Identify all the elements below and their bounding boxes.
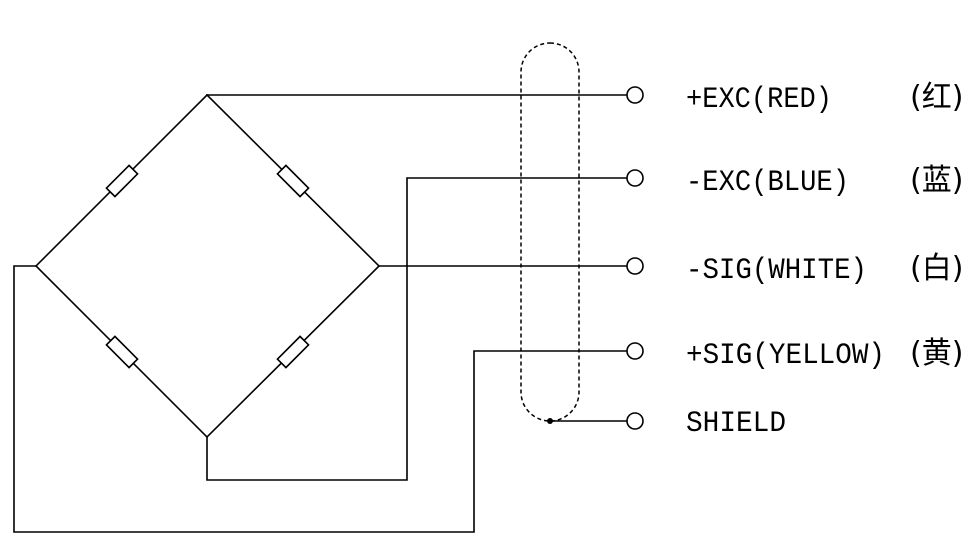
- label-exc-minus: -EXC(BLUE): [686, 166, 849, 200]
- label-sig-plus-cn: (黄): [910, 336, 963, 371]
- cable-shield: [520, 42, 580, 424]
- shield-outline: [520, 42, 580, 422]
- label-exc-plus-cn: (红): [910, 80, 963, 115]
- terminal-exc-minus: [626, 169, 644, 187]
- label-sig-minus: -SIG(WHITE): [686, 254, 867, 288]
- label-exc-plus: +EXC(RED): [686, 83, 832, 117]
- terminal-shield: [626, 412, 644, 430]
- terminal-sig-minus: [626, 257, 644, 275]
- terminal-labels: +EXC(RED) (红) -EXC(BLUE) (蓝) -SIG(WHITE)…: [686, 80, 963, 441]
- label-shield: SHIELD: [686, 407, 786, 441]
- terminal-circles: [626, 86, 644, 430]
- strain-gauge-resistor-3: [105, 335, 139, 369]
- strain-gauge-resistor-1: [105, 164, 139, 198]
- wire-exc-minus: [206, 177, 628, 481]
- lead-wires: [13, 94, 628, 533]
- strain-gauge-resistor-4: [276, 335, 310, 369]
- label-sig-plus: +SIG(YELLOW): [686, 339, 885, 373]
- strain-gauge-resistor-2: [276, 164, 310, 198]
- shield-junction-dot: [547, 418, 553, 424]
- terminal-sig-plus: [626, 342, 644, 360]
- label-sig-minus-cn: (白): [910, 251, 963, 286]
- wheatstone-bridge: [34, 93, 381, 439]
- label-exc-minus-cn: (蓝): [910, 163, 963, 198]
- wire-sig-plus: [13, 265, 628, 533]
- terminal-exc-plus: [626, 86, 644, 104]
